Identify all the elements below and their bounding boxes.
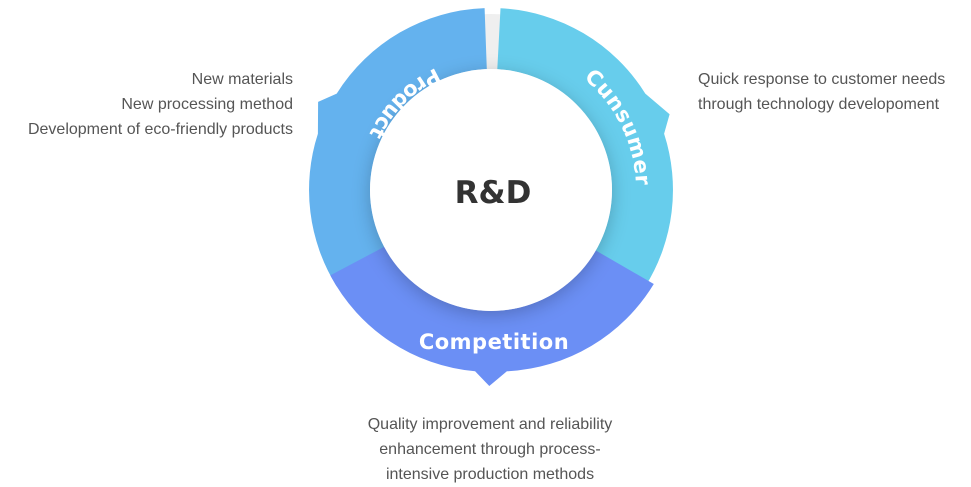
competition-note-line: enhancement through process-	[379, 441, 601, 458]
product-segment	[309, 8, 487, 287]
competition-notes: Quality improvement and reliability enha…	[339, 412, 641, 487]
consumer-notes: Quick response to customer needs through…	[698, 67, 945, 117]
product-note-line: New materials	[191, 71, 293, 88]
competition-label: Competition	[419, 330, 569, 354]
competition-note-line: intensive production methods	[385, 466, 595, 483]
center-title: R&D	[455, 175, 532, 211]
consumer-note-line: Quick response to customer needs	[698, 71, 946, 88]
center-circle	[370, 69, 612, 311]
product-note-line: Development of eco-friendly products	[27, 121, 293, 138]
product-note-line: New processing method	[121, 96, 293, 113]
product-notes: New materials New processing method Deve…	[28, 67, 293, 142]
consumer-segment	[497, 8, 673, 287]
competition-note-line: Quality improvement and reliability	[367, 416, 613, 433]
consumer-note-line: through technology developoment	[698, 96, 940, 113]
competition-segment	[330, 246, 654, 386]
